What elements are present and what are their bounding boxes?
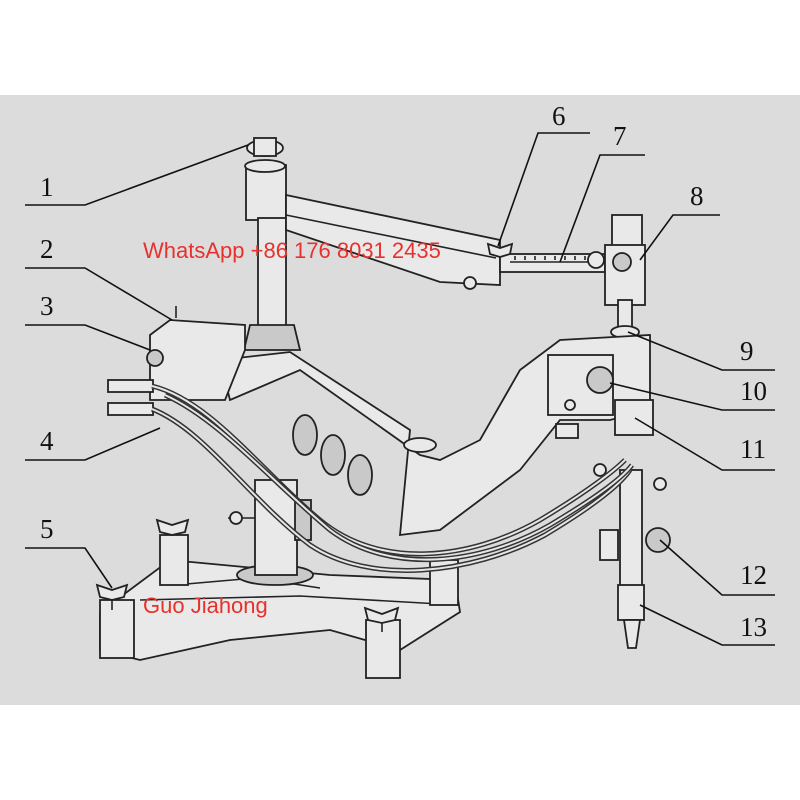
callout-12: 12	[740, 560, 767, 590]
body-cutout-3	[347, 454, 373, 496]
callout-10: 10	[740, 376, 767, 406]
machine-illustration	[95, 137, 671, 679]
body-cutout-2	[320, 434, 346, 476]
callout-2: 2	[40, 234, 54, 264]
base-leg-left	[99, 599, 135, 659]
callout-11: 11	[740, 434, 766, 464]
leader-9	[627, 331, 775, 371]
wing-screw-back	[155, 518, 190, 536]
leader-1	[25, 144, 249, 206]
leader-12	[659, 539, 775, 596]
callout-9: 9	[740, 336, 754, 366]
gas-inlet-upper	[107, 379, 154, 393]
leader-2	[25, 267, 173, 321]
wing-screw-arm	[486, 242, 514, 258]
callout-4: 4	[40, 426, 54, 456]
callout-6: 6	[552, 101, 566, 131]
leader-7	[559, 154, 645, 263]
torch-body	[619, 469, 643, 591]
callout-numbers: 1 2 3 4 5 6 7 8 9 10 11 12 13	[40, 101, 767, 642]
callout-13: 13	[740, 612, 767, 642]
leader-lines	[25, 132, 775, 646]
main-body	[218, 334, 651, 537]
watermark-phone: WhatsApp +86 176 8031 2435	[143, 238, 441, 263]
callout-7: 7	[613, 121, 627, 151]
callout-8: 8	[690, 181, 704, 211]
leader-8	[639, 214, 720, 261]
callout-1: 1	[40, 172, 54, 202]
leader-11	[634, 417, 775, 471]
top-knob-body	[253, 137, 277, 157]
torch-bracket	[614, 399, 654, 436]
watermark-name: Guo Jiahong	[143, 593, 268, 618]
wing-screw-right	[363, 606, 400, 624]
base-leg-back	[159, 534, 189, 586]
base-leg-right	[365, 619, 401, 679]
body-cutout-1	[292, 414, 318, 456]
panel-switch	[555, 423, 579, 439]
callout-3: 3	[40, 291, 54, 321]
body-knob	[403, 437, 437, 453]
speed-dial	[586, 366, 614, 394]
cutting-nozzle	[622, 619, 642, 649]
leader-4	[25, 427, 161, 461]
callout-5: 5	[40, 514, 54, 544]
leader-6	[497, 132, 590, 247]
leader-13	[639, 604, 775, 646]
upper-column	[245, 164, 287, 221]
adjust-knob	[645, 527, 671, 553]
gas-inlet-lower	[107, 402, 154, 416]
valve-knob	[146, 349, 164, 367]
mast-nut	[242, 324, 302, 351]
wing-screw-left	[95, 583, 129, 601]
leader-10	[609, 382, 775, 411]
mast	[257, 217, 287, 329]
leader-3	[25, 324, 151, 351]
valve-box	[149, 319, 246, 401]
leader-5	[25, 547, 113, 589]
